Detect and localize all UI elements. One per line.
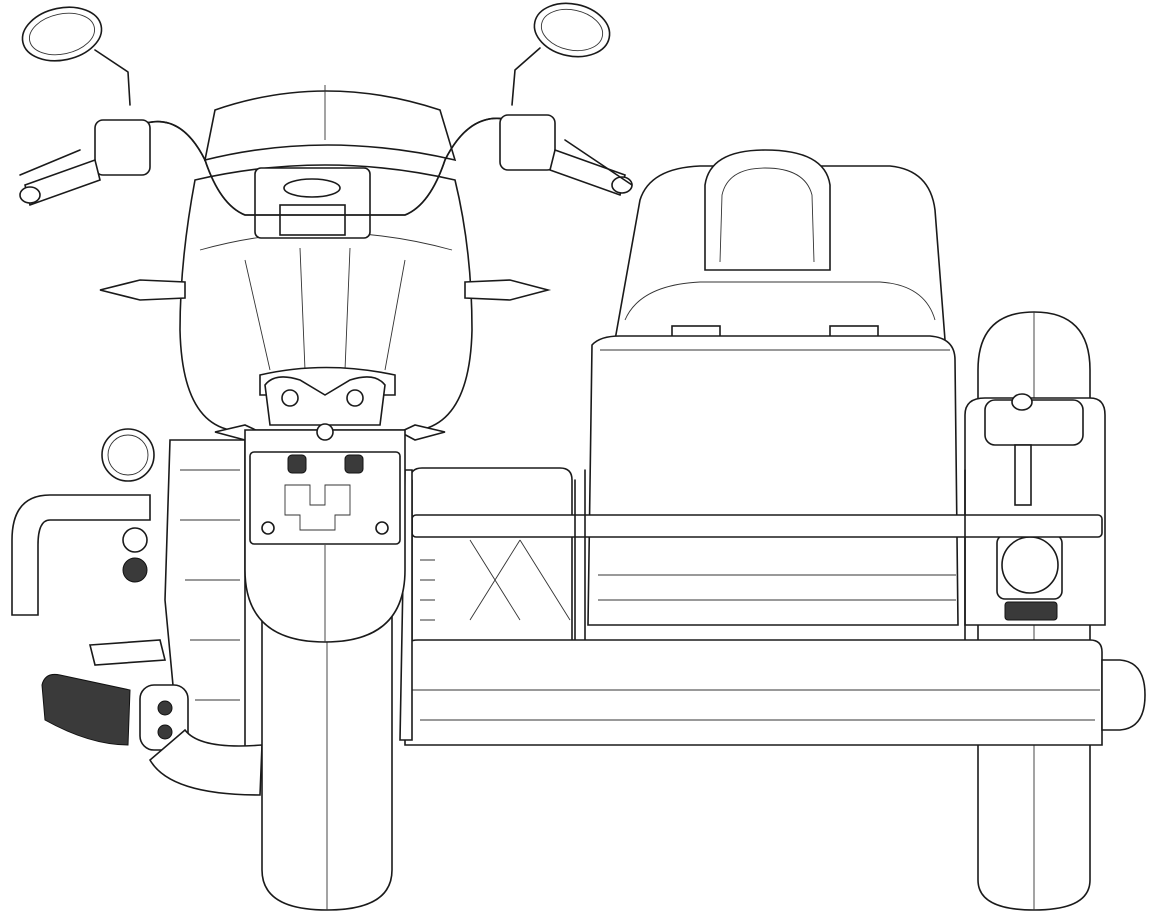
brand-logo xyxy=(283,178,341,198)
exhaust-pipe xyxy=(148,728,263,796)
windscreen xyxy=(203,85,457,162)
gear-detail xyxy=(122,557,148,583)
right-mirror xyxy=(511,2,611,106)
floorboard xyxy=(41,674,131,746)
rear-wheel xyxy=(261,599,393,911)
footrest xyxy=(88,639,167,666)
right-grip xyxy=(549,148,626,197)
left-turn-signal xyxy=(99,279,186,301)
fairing xyxy=(179,164,473,431)
handlebar xyxy=(139,117,511,216)
reflector xyxy=(1004,601,1058,621)
right-turn-signal xyxy=(464,279,552,301)
round-mirror xyxy=(101,428,155,482)
instrument-housing xyxy=(254,167,371,239)
sidecar-side-bar xyxy=(1101,659,1146,731)
tail-light-bracket xyxy=(264,376,386,441)
sidecar-body xyxy=(587,335,959,626)
sidecar-tail-light-housing xyxy=(964,393,1106,626)
left-crash-bar xyxy=(11,428,155,616)
left-handlebar-controls xyxy=(19,119,151,207)
sidecar-lower-box xyxy=(404,639,1146,746)
exhaust-cap xyxy=(139,684,189,751)
license-plate xyxy=(249,451,401,545)
right-handlebar-controls xyxy=(499,114,633,197)
left-mirror xyxy=(21,6,131,106)
engine-right xyxy=(399,469,435,741)
sidecar-seat xyxy=(614,149,946,343)
sidecar-bumper-frame xyxy=(409,467,1103,641)
tail-light xyxy=(1001,536,1059,594)
